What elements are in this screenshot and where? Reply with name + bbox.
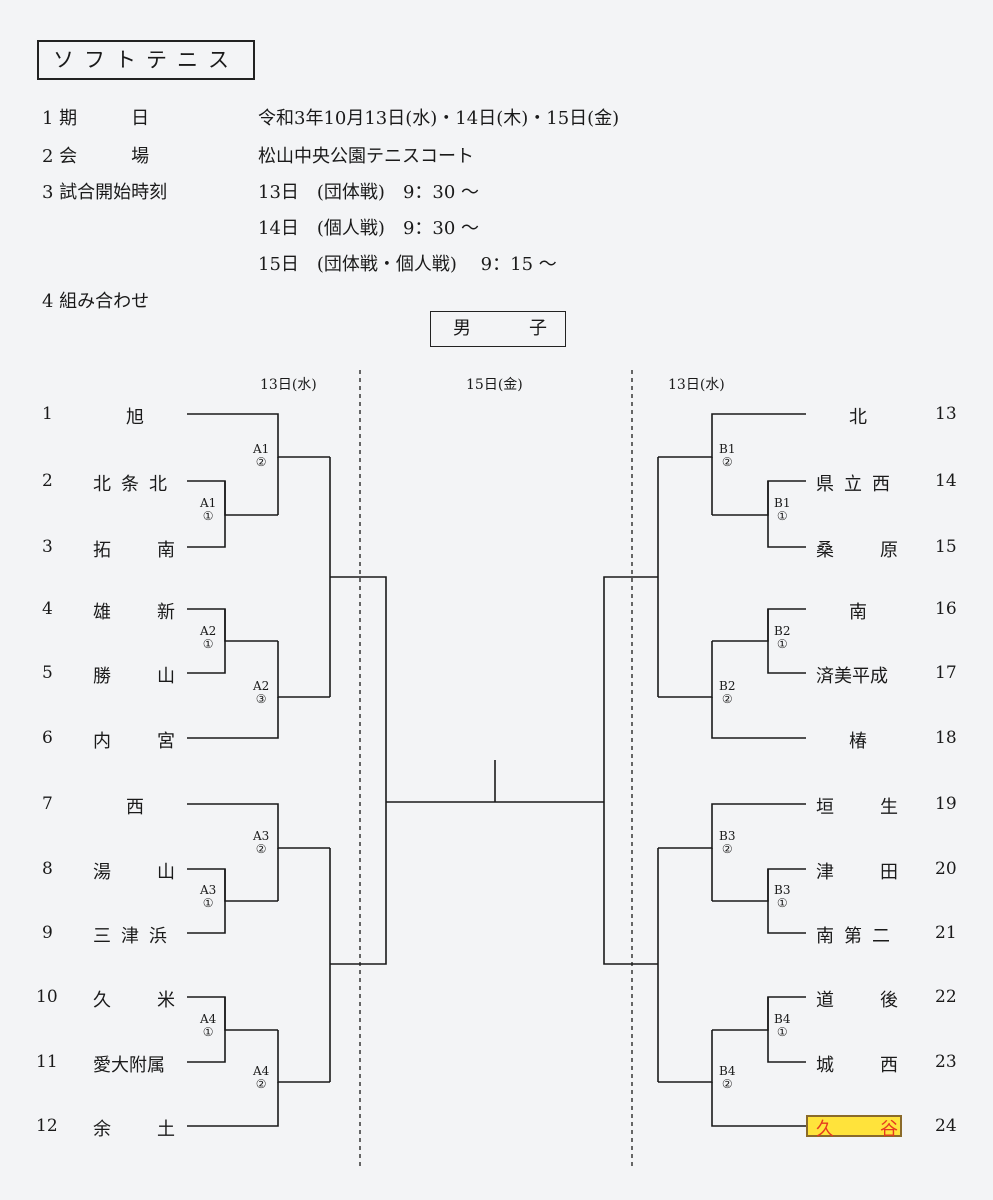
- info-value-start-13: 13日 (団体戦) 9：30 〜: [258, 182, 480, 203]
- team-name: 余 土: [93, 1119, 189, 1140]
- match-label-b1-1: B1 ①: [774, 496, 791, 523]
- match-label-a4-2: A4 ②: [253, 1064, 270, 1091]
- team-number: 5: [42, 663, 53, 683]
- match-label-a1-1: A1 ①: [200, 496, 217, 523]
- team-number: 14: [935, 471, 957, 491]
- info-label-start: 3 試合開始時刻: [42, 182, 168, 203]
- info-label-venue: 2 会 場: [42, 146, 150, 167]
- team-number: 2: [42, 471, 53, 491]
- info-value-date: 令和3年10月13日(水)・14日(木)・15日(金): [258, 108, 620, 129]
- day-label-center: 15日(金): [466, 377, 523, 393]
- team-number: 7: [42, 794, 53, 814]
- day-label-left: 13日(水): [260, 377, 317, 393]
- team-name: 勝 山: [93, 666, 189, 687]
- section-title: ソフトテニス: [37, 40, 255, 80]
- match-label-a4-1: A4 ①: [200, 1012, 217, 1039]
- team-name: 久 米: [93, 990, 189, 1011]
- team-number: 20: [935, 859, 957, 879]
- team-number: 15: [935, 537, 957, 557]
- match-label-b1-2: B1 ②: [719, 442, 736, 469]
- team-name: 旭: [126, 407, 144, 428]
- team-number: 19: [935, 794, 957, 814]
- team-name: 北条北: [93, 474, 177, 495]
- info-value-venue: 松山中央公園テニスコート: [258, 146, 474, 167]
- team-number: 13: [935, 404, 957, 424]
- team-name: 内 宮: [93, 731, 189, 752]
- division-right: 子: [529, 318, 547, 339]
- team-name: 城 西: [816, 1055, 912, 1076]
- team-number: 1: [42, 404, 53, 424]
- team-number: 18: [935, 728, 957, 748]
- team-name: 県立西: [816, 474, 900, 495]
- team-number: 3: [42, 537, 53, 557]
- team-name: 垣 生: [816, 797, 912, 818]
- match-label-a2-1: A2 ①: [200, 624, 217, 651]
- team-number: 22: [935, 987, 957, 1007]
- team-name: 北: [849, 407, 867, 428]
- match-label-b4-1: B4 ①: [774, 1012, 791, 1039]
- team-number: 8: [42, 859, 53, 879]
- match-label-a2-2: A2 ③: [253, 679, 270, 706]
- match-label-a3-2: A3 ②: [253, 829, 270, 856]
- team-number: 6: [42, 728, 53, 748]
- highlight-kutani: [806, 1115, 902, 1137]
- team-name: 雄 新: [93, 602, 189, 623]
- team-number: 17: [935, 663, 957, 683]
- team-name: 済美平成: [816, 666, 888, 687]
- team-number: 12: [36, 1116, 58, 1136]
- division-box: 男 子: [430, 311, 566, 347]
- match-label-b2-1: B2 ①: [774, 624, 791, 651]
- team-number: 11: [36, 1052, 58, 1072]
- division-left: 男: [453, 318, 471, 339]
- team-name: 道 後: [816, 990, 912, 1011]
- match-label-b4-2: B4 ②: [719, 1064, 736, 1091]
- team-name: 湯 山: [93, 862, 189, 883]
- team-number: 4: [42, 599, 53, 619]
- team-number: 16: [935, 599, 957, 619]
- day-label-right: 13日(水): [668, 377, 725, 393]
- team-name-highlighted: 久 谷: [816, 1119, 912, 1140]
- info-label-date: 1 期 日: [42, 108, 150, 129]
- team-number: 24: [935, 1116, 957, 1136]
- team-name: 津 田: [816, 862, 912, 883]
- team-number: 23: [935, 1052, 957, 1072]
- team-number: 21: [935, 923, 957, 943]
- match-label-b3-2: B3 ②: [719, 829, 736, 856]
- team-name: 南: [849, 602, 867, 623]
- team-name: 三津浜: [93, 926, 177, 947]
- team-name: 西: [126, 797, 144, 818]
- team-number: 9: [42, 923, 53, 943]
- team-number: 10: [36, 987, 58, 1007]
- info-label-draw: 4 組み合わせ: [42, 291, 150, 312]
- info-value-start-14: 14日 (個人戦) 9：30 〜: [258, 218, 480, 239]
- match-label-a3-1: A3 ①: [200, 883, 217, 910]
- team-name: 愛大附属: [93, 1055, 165, 1076]
- match-label-a1-2: A1 ②: [253, 442, 270, 469]
- team-name: 南第二: [816, 926, 900, 947]
- match-label-b2-2: B2 ②: [719, 679, 736, 706]
- team-name: 桑 原: [816, 540, 912, 561]
- match-label-b3-1: B3 ①: [774, 883, 791, 910]
- team-name: 椿: [849, 731, 867, 752]
- team-name: 拓 南: [93, 540, 189, 561]
- info-value-start-15: 15日 (団体戦・個人戦) 9：15 〜: [258, 254, 557, 275]
